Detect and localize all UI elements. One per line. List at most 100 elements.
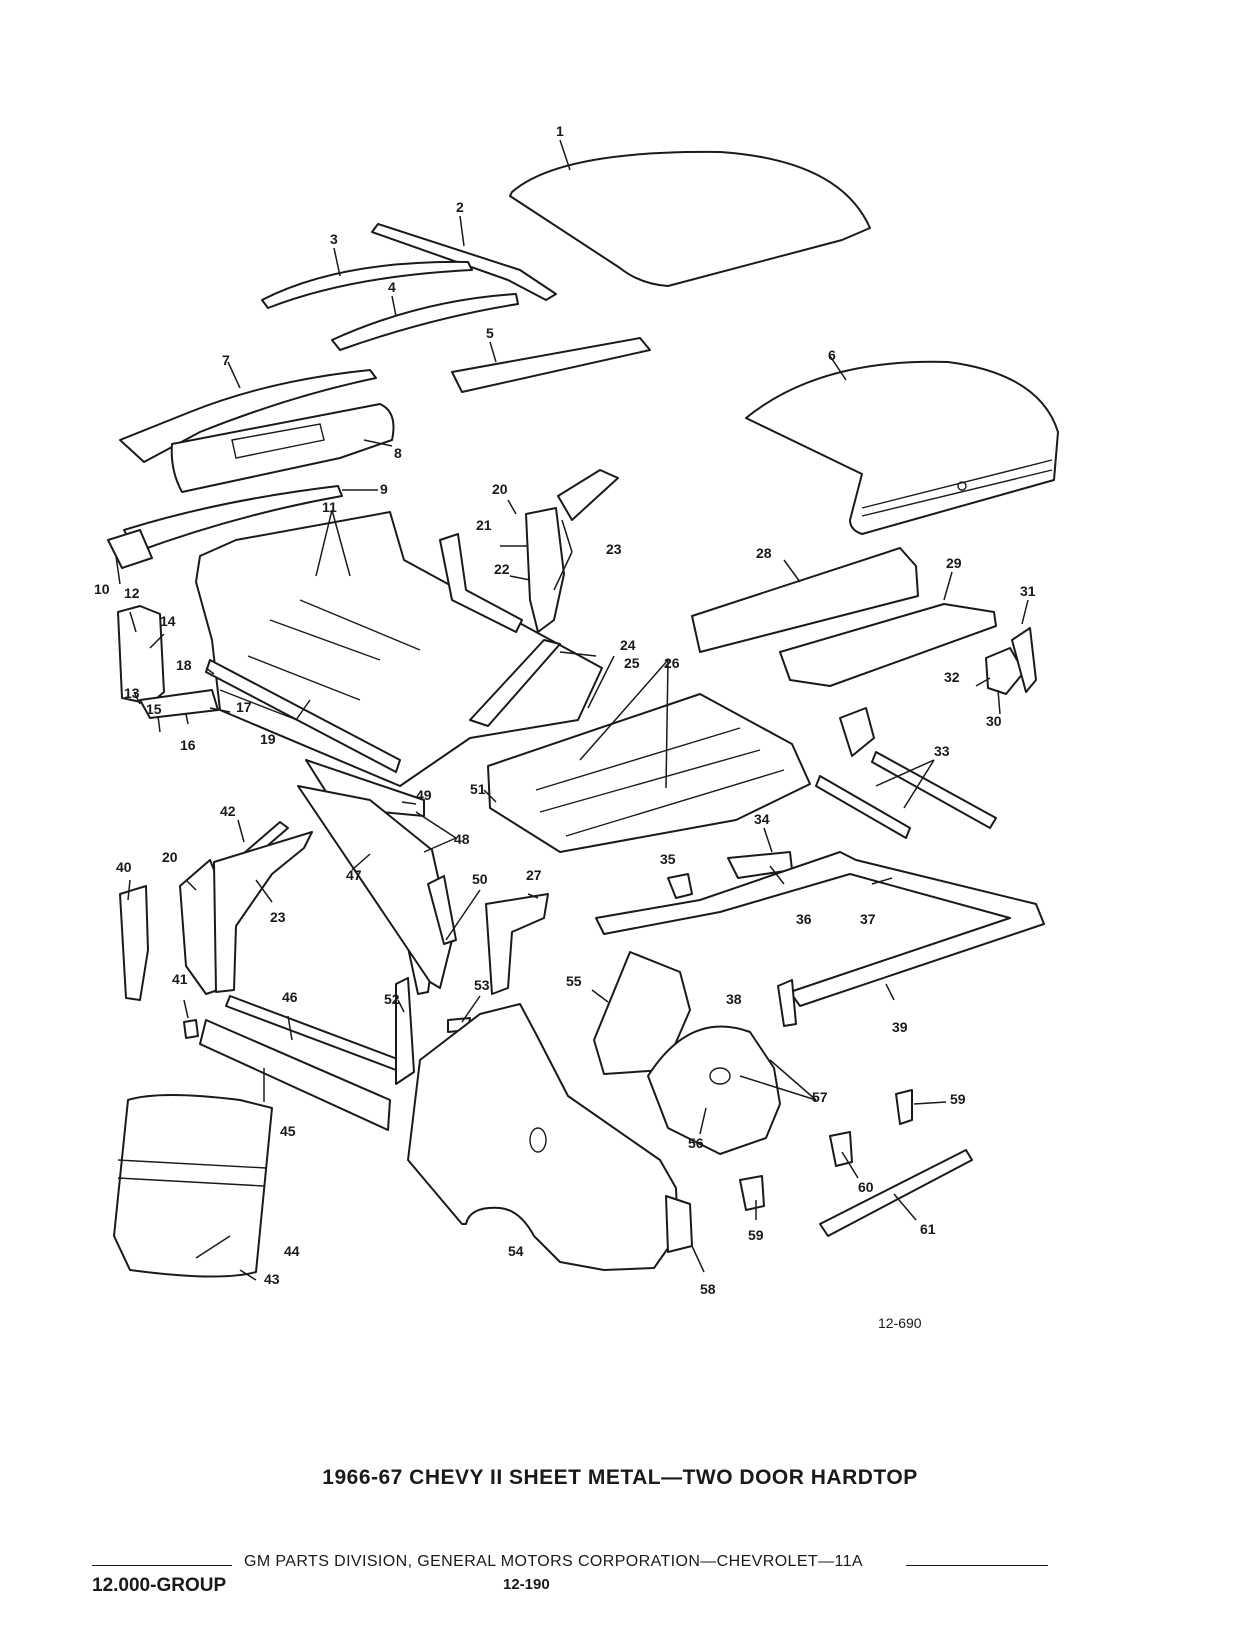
callout-45: 45 <box>280 1123 296 1139</box>
callout-7: 7 <box>222 352 230 368</box>
callout-1: 1 <box>556 123 564 139</box>
callout-40: 40 <box>116 859 132 875</box>
callout-8: 8 <box>394 445 402 461</box>
callout-54: 54 <box>508 1243 524 1259</box>
wheelhouse-panel <box>485 893 549 995</box>
rear-floor-rail-left <box>815 775 911 839</box>
callout-23: 23 <box>606 541 622 557</box>
package-shelf <box>691 547 919 653</box>
callout-17: 17 <box>236 699 252 715</box>
cowl-vent-panel <box>123 485 343 553</box>
callout-46: 46 <box>282 989 298 1005</box>
tail-lamp-panel <box>665 1195 693 1253</box>
callout-33: 33 <box>934 743 950 759</box>
callout-36: 36 <box>796 911 812 927</box>
callout-28: 28 <box>756 545 772 561</box>
rear-floor-rail-right <box>871 751 997 829</box>
center-pillar-inner <box>439 533 523 633</box>
callout-25: 25 <box>624 655 640 671</box>
rear-compartment-pan <box>779 603 997 687</box>
callout-16: 16 <box>180 737 196 753</box>
bracket-lower <box>739 1175 765 1211</box>
roof-bow <box>331 293 519 351</box>
page-number: 12-190 <box>503 1576 550 1593</box>
callout-39: 39 <box>892 1019 908 1035</box>
rocker-panel-outer <box>199 1019 391 1131</box>
lock-pillar-upper <box>557 469 619 521</box>
door-sill-plate <box>819 1149 973 1237</box>
pillar-reinforcement <box>427 875 457 945</box>
callout-56: 56 <box>688 1135 704 1151</box>
callout-20: 20 <box>492 481 508 497</box>
callout-15: 15 <box>146 701 162 717</box>
page-title: 1966-67 CHEVY II SHEET METAL—TWO DOOR HA… <box>322 1466 918 1489</box>
callout-19: 19 <box>260 731 276 747</box>
callout-32: 32 <box>944 669 960 685</box>
callout-38: 38 <box>726 991 742 1007</box>
callout-31: 31 <box>1020 583 1036 599</box>
front-hinge-pillar <box>117 605 165 705</box>
rear-wheelhouse-outer <box>593 951 691 1075</box>
door-pillar-inner <box>213 831 313 993</box>
callout-42: 42 <box>220 803 236 819</box>
callout-10: 10 <box>94 581 110 597</box>
tail-bracket <box>777 979 797 1027</box>
callout-58: 58 <box>700 1281 716 1297</box>
roof-panel <box>509 150 871 287</box>
callout-44: 44 <box>284 1243 300 1259</box>
deck-lid-trim <box>861 459 1053 517</box>
callout-20-lower: 20 <box>162 849 178 865</box>
instrument-panel-upper <box>119 369 377 463</box>
callout-3: 3 <box>330 231 338 247</box>
bracket-upper <box>895 1089 913 1125</box>
callout-24: 24 <box>620 637 636 653</box>
callout-22: 22 <box>494 561 510 577</box>
callout-13: 13 <box>124 685 140 701</box>
door-outer-panel <box>113 1094 273 1278</box>
callout-26: 26 <box>664 655 680 671</box>
callout-labels: 1 2 3 4 5 6 7 8 9 10 11 12 13 14 15 16 1… <box>94 123 1036 1331</box>
bracket-arm <box>1011 627 1037 693</box>
callout-5: 5 <box>486 325 494 341</box>
callout-37: 37 <box>860 911 876 927</box>
callout-59-lower: 59 <box>748 1227 764 1243</box>
callout-35: 35 <box>660 851 676 867</box>
callout-6: 6 <box>828 347 836 363</box>
callout-49: 49 <box>416 787 432 803</box>
footer-rule-left <box>92 1565 232 1566</box>
small-clip <box>183 1019 199 1039</box>
deck-lid-lock <box>957 481 967 491</box>
callout-27: 27 <box>526 867 542 883</box>
callout-21: 21 <box>476 517 492 533</box>
figure-number: 12-690 <box>878 1315 922 1331</box>
callout-9: 9 <box>380 481 388 497</box>
callout-59: 59 <box>950 1091 966 1107</box>
roof-rail-inner <box>261 260 473 309</box>
callout-52: 52 <box>384 991 400 1007</box>
roof-rear-bow <box>451 337 651 393</box>
callout-2: 2 <box>456 199 464 215</box>
callout-30: 30 <box>986 713 1002 729</box>
floor-side-rail <box>205 659 401 773</box>
callout-41: 41 <box>172 971 188 987</box>
callout-23-lower: 23 <box>270 909 286 925</box>
callout-48: 48 <box>454 831 470 847</box>
bracket-mid <box>829 1131 853 1167</box>
callout-12: 12 <box>124 585 140 601</box>
callout-57: 57 <box>812 1089 828 1105</box>
callout-53: 53 <box>474 977 490 993</box>
deck-lid <box>745 360 1059 535</box>
callout-55: 55 <box>566 973 582 989</box>
footer-rule-right <box>906 1565 1048 1566</box>
hinge-pillar-cover <box>119 885 149 1001</box>
cowl-side <box>107 529 153 569</box>
callout-60: 60 <box>858 1179 874 1195</box>
quarter-panel <box>407 1003 679 1271</box>
frame-bracket-small <box>667 873 693 899</box>
compartment-bracket <box>985 647 1025 695</box>
rear-floor-brace <box>469 639 561 727</box>
callout-14: 14 <box>160 613 176 629</box>
callout-47: 47 <box>346 867 362 883</box>
rear-wheelhouse-inner <box>647 1025 781 1155</box>
